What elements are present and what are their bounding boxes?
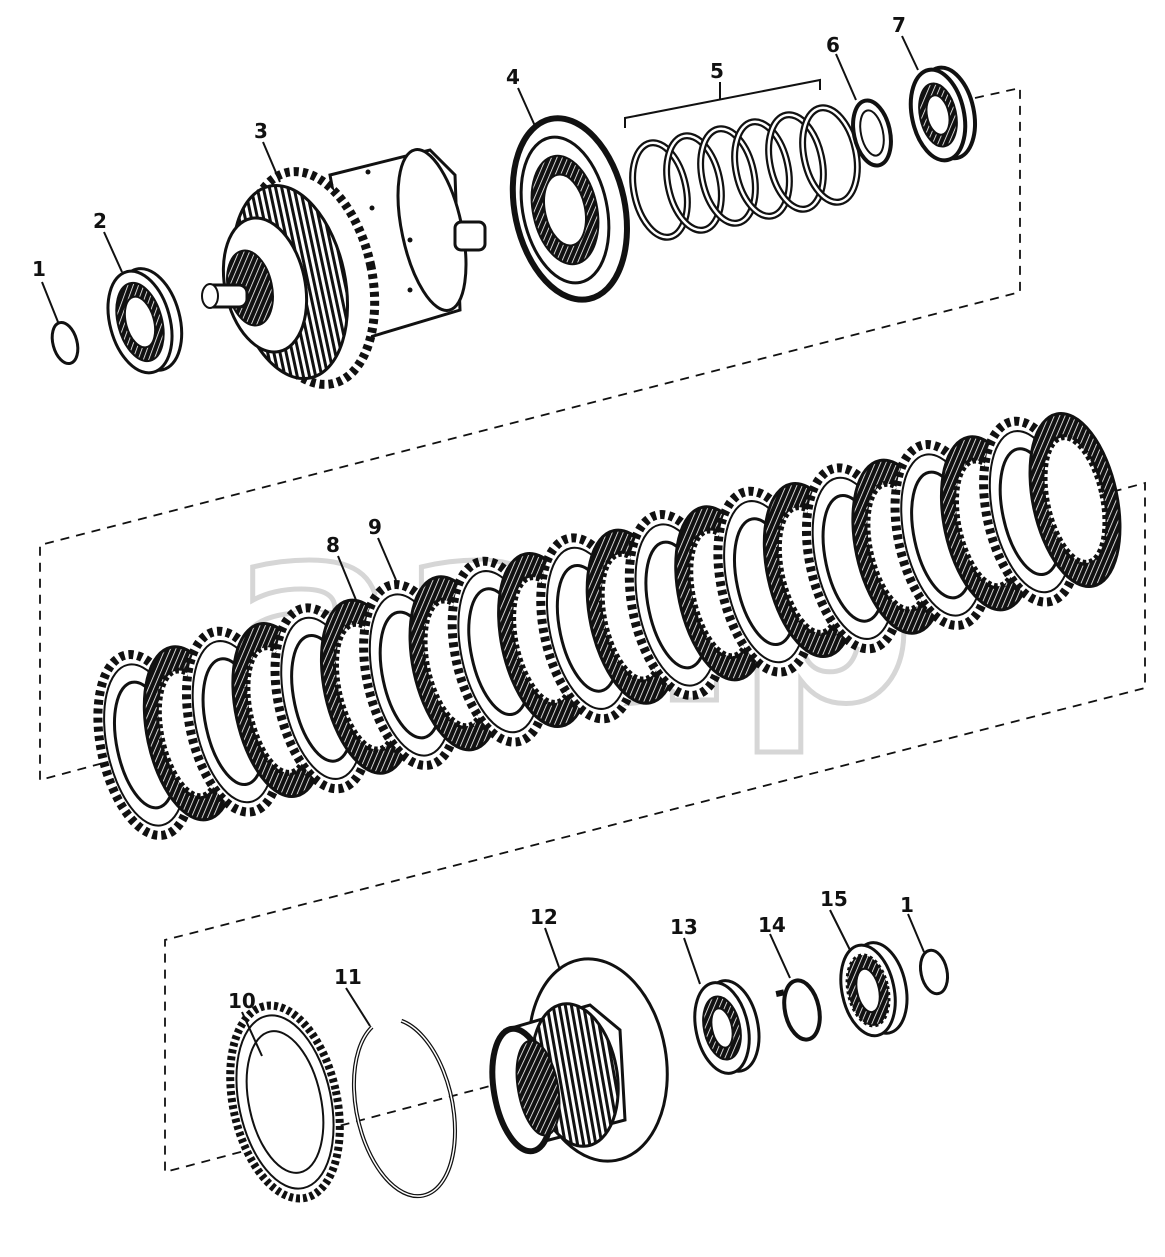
callout-9: 9 [368,515,382,539]
callout-12: 12 [530,905,558,929]
callout-15: 15 [820,887,848,911]
spring-coil-highlight [767,113,825,211]
callout-8: 8 [326,533,340,557]
bearing-part-13 [693,979,761,1075]
snap-ring-part-1 [50,320,80,366]
drum-gear-part-3 [201,148,487,389]
spring-coil-highlight [801,106,859,204]
backing-plate-part-10 [226,1001,344,1203]
callout-5: 5 [710,59,724,83]
hub-part-12 [489,957,669,1163]
bearing-part-7 [908,65,977,163]
callout-13: 13 [670,915,698,939]
callout-1-top: 1 [32,257,46,281]
callout-6: 6 [826,33,840,57]
spring-coil-highlight [733,120,791,218]
snap-ring-part-14 [775,978,822,1042]
callout-14: 14 [758,913,786,937]
ring-part-6 [851,98,893,168]
callouts: 1 2 3 4 5 6 7 8 9 10 11 12 13 14 15 1 [32,13,925,1057]
callout-11: 11 [334,965,362,989]
piston-part-4 [509,115,630,303]
callout-7: 7 [892,13,906,37]
callout-1-bottom: 1 [900,893,914,917]
callout-2: 2 [93,209,107,233]
spring-coil-highlight [631,141,689,239]
snap-ring-part-1-bottom [918,948,950,996]
bearing-part-2 [106,267,184,375]
friction-plate [1028,411,1122,589]
callout-10: 10 [228,989,256,1013]
snap-ring-part-11 [351,1018,458,1199]
bracket-part-5 [624,78,821,128]
friction-inner-splines [1041,434,1109,566]
roller-bearing-part-15 [839,941,909,1038]
clutch-plate-pack [93,411,1122,840]
spring-coil-highlight [699,127,757,225]
spring-stack-part-5 [629,104,861,241]
spring-coil-highlight [665,134,723,232]
callout-3: 3 [254,119,268,143]
callout-4: 4 [506,65,520,89]
